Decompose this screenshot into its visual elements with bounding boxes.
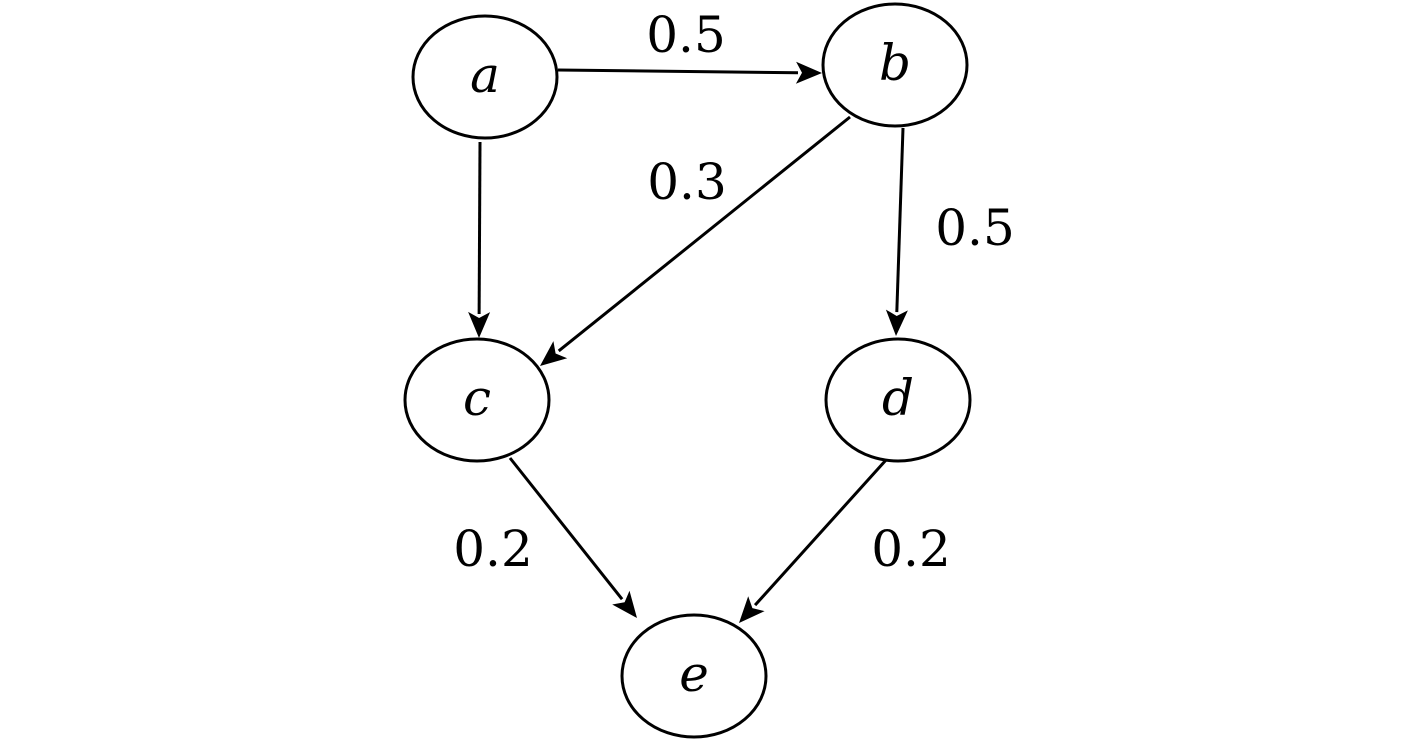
node-ellipse-a [411,14,559,140]
node-ellipse-e [620,613,768,739]
edge-c-e [508,457,637,618]
edge-a-b [557,61,822,84]
arrowhead-b-d [885,309,908,336]
edge-line-b-c [557,115,851,353]
edge-label-a-b: 0.5 [646,6,726,64]
node-e: e [620,613,768,739]
arrowhead-d-e [739,596,765,623]
edge-label-b-d: 0.5 [935,199,1015,257]
edge-d-e [739,458,888,623]
edge-line-c-e [508,457,624,601]
edge-label-c-e: 0.2 [453,520,533,578]
arrowhead-b-c [540,341,568,366]
node-label-b: b [879,34,911,92]
node-d: d [824,337,972,463]
edge-line-a-b [557,68,799,75]
node-ellipse-d [824,337,972,463]
node-label-a: a [470,46,500,104]
node-label-c: c [463,369,491,427]
arrowhead-c-e [612,590,637,618]
edge-line-a-c [477,141,482,315]
edges-layer [468,61,908,623]
edge-b-d [885,127,908,336]
edge-line-d-e [753,458,888,607]
node-label-e: e [679,645,709,703]
arrowhead-a-c [468,311,491,338]
edge-line-b-d [895,127,905,313]
edge-labels-layer: 0.5 0.3 0.5 0.2 0.2 [453,6,1015,578]
node-c: c [403,337,551,463]
node-ellipse-c [403,337,551,463]
node-ellipse-b [821,2,969,128]
edge-a-c [468,141,491,338]
node-b: b [821,2,969,128]
arrowhead-a-b [795,61,822,84]
node-label-d: d [882,369,914,427]
nodes-layer: a b c d e [403,2,972,739]
node-a: a [411,14,559,140]
edge-b-c [540,115,851,366]
edge-label-d-e: 0.2 [871,520,951,578]
edge-label-b-c: 0.3 [647,153,727,211]
